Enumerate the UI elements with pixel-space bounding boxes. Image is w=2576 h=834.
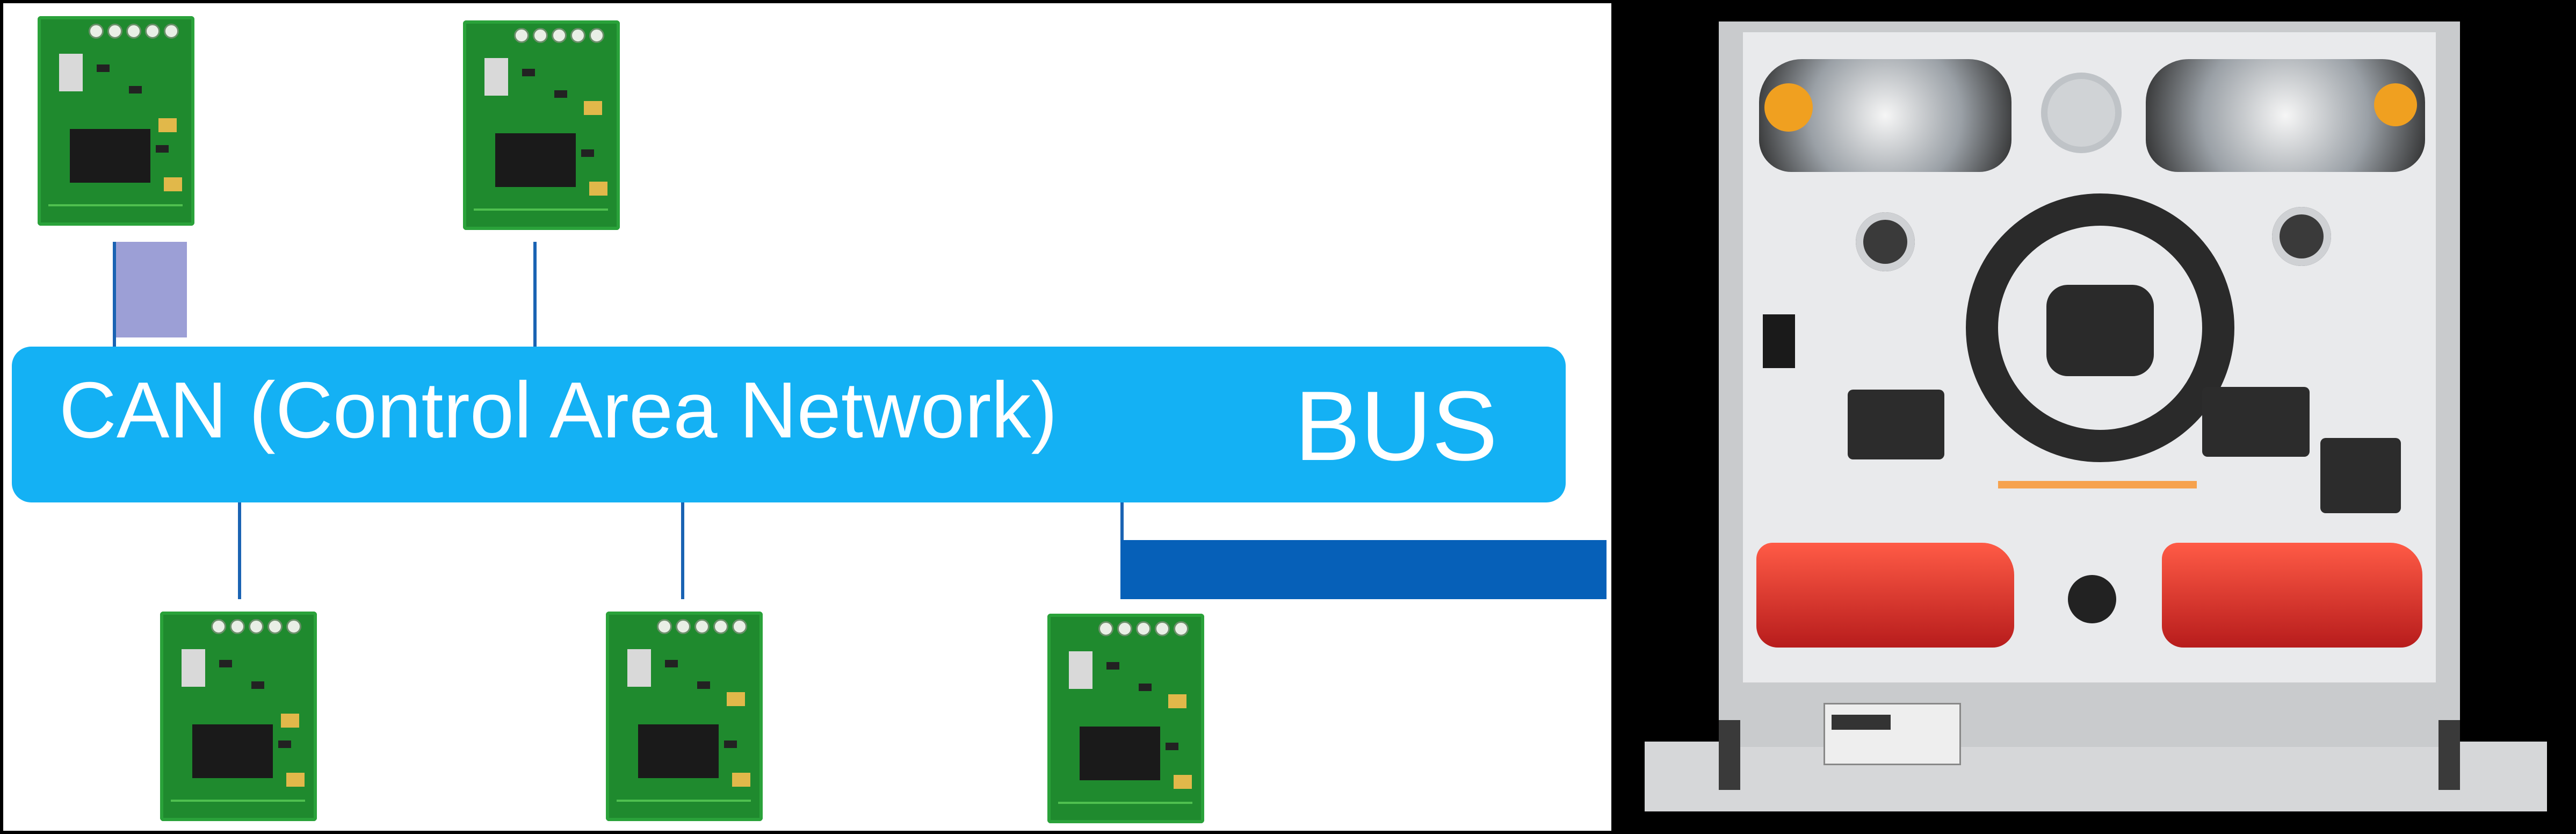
ecu-board-1 <box>38 16 194 226</box>
tail-lamp-left <box>1756 543 2014 648</box>
frame-bottom-edge <box>0 831 1611 834</box>
can-bus-bar <box>12 347 1566 502</box>
bus-label: BUS <box>1294 370 1498 481</box>
ecu-board-5 <box>1047 614 1204 823</box>
ecu-board-4 <box>606 612 763 821</box>
connector-line-1 <box>113 242 116 347</box>
connector-line-4 <box>681 502 684 599</box>
light-switch <box>1763 314 1795 368</box>
gauge-right <box>2272 207 2331 266</box>
connector-line-3 <box>238 502 241 599</box>
power-supply-unit <box>1824 703 1961 765</box>
ecu-board-3 <box>160 612 317 821</box>
frame-top-edge <box>0 0 1611 3</box>
ecu-board-2 <box>463 20 620 230</box>
connector-line-5 <box>1120 502 1124 540</box>
frame-left-edge <box>0 0 3 834</box>
turn-indicator-right <box>2374 83 2417 126</box>
panel-leg-left <box>1719 720 1740 790</box>
steering-wheel-hub <box>2046 285 2154 376</box>
fuel-cap <box>2041 73 2122 153</box>
panel-stand-base <box>1645 742 2547 811</box>
led-strip <box>1998 481 2197 488</box>
control-unit-right <box>2202 387 2310 457</box>
gauge-left <box>1856 212 1915 271</box>
power-supply-display <box>1832 715 1891 730</box>
can-bus-title: CAN (Control Area Network) <box>59 366 1058 455</box>
turn-indicator-left <box>1764 83 1813 132</box>
tail-lamp-right <box>2162 543 2422 648</box>
connector-line-2 <box>533 242 537 347</box>
connector-line-to-panel <box>1120 540 1607 599</box>
center-knob <box>2068 575 2116 623</box>
panel-leg-right <box>2438 720 2460 790</box>
control-unit-left <box>1848 390 1944 459</box>
connector-shade <box>116 242 187 337</box>
control-unit-right-small <box>2320 438 2401 513</box>
